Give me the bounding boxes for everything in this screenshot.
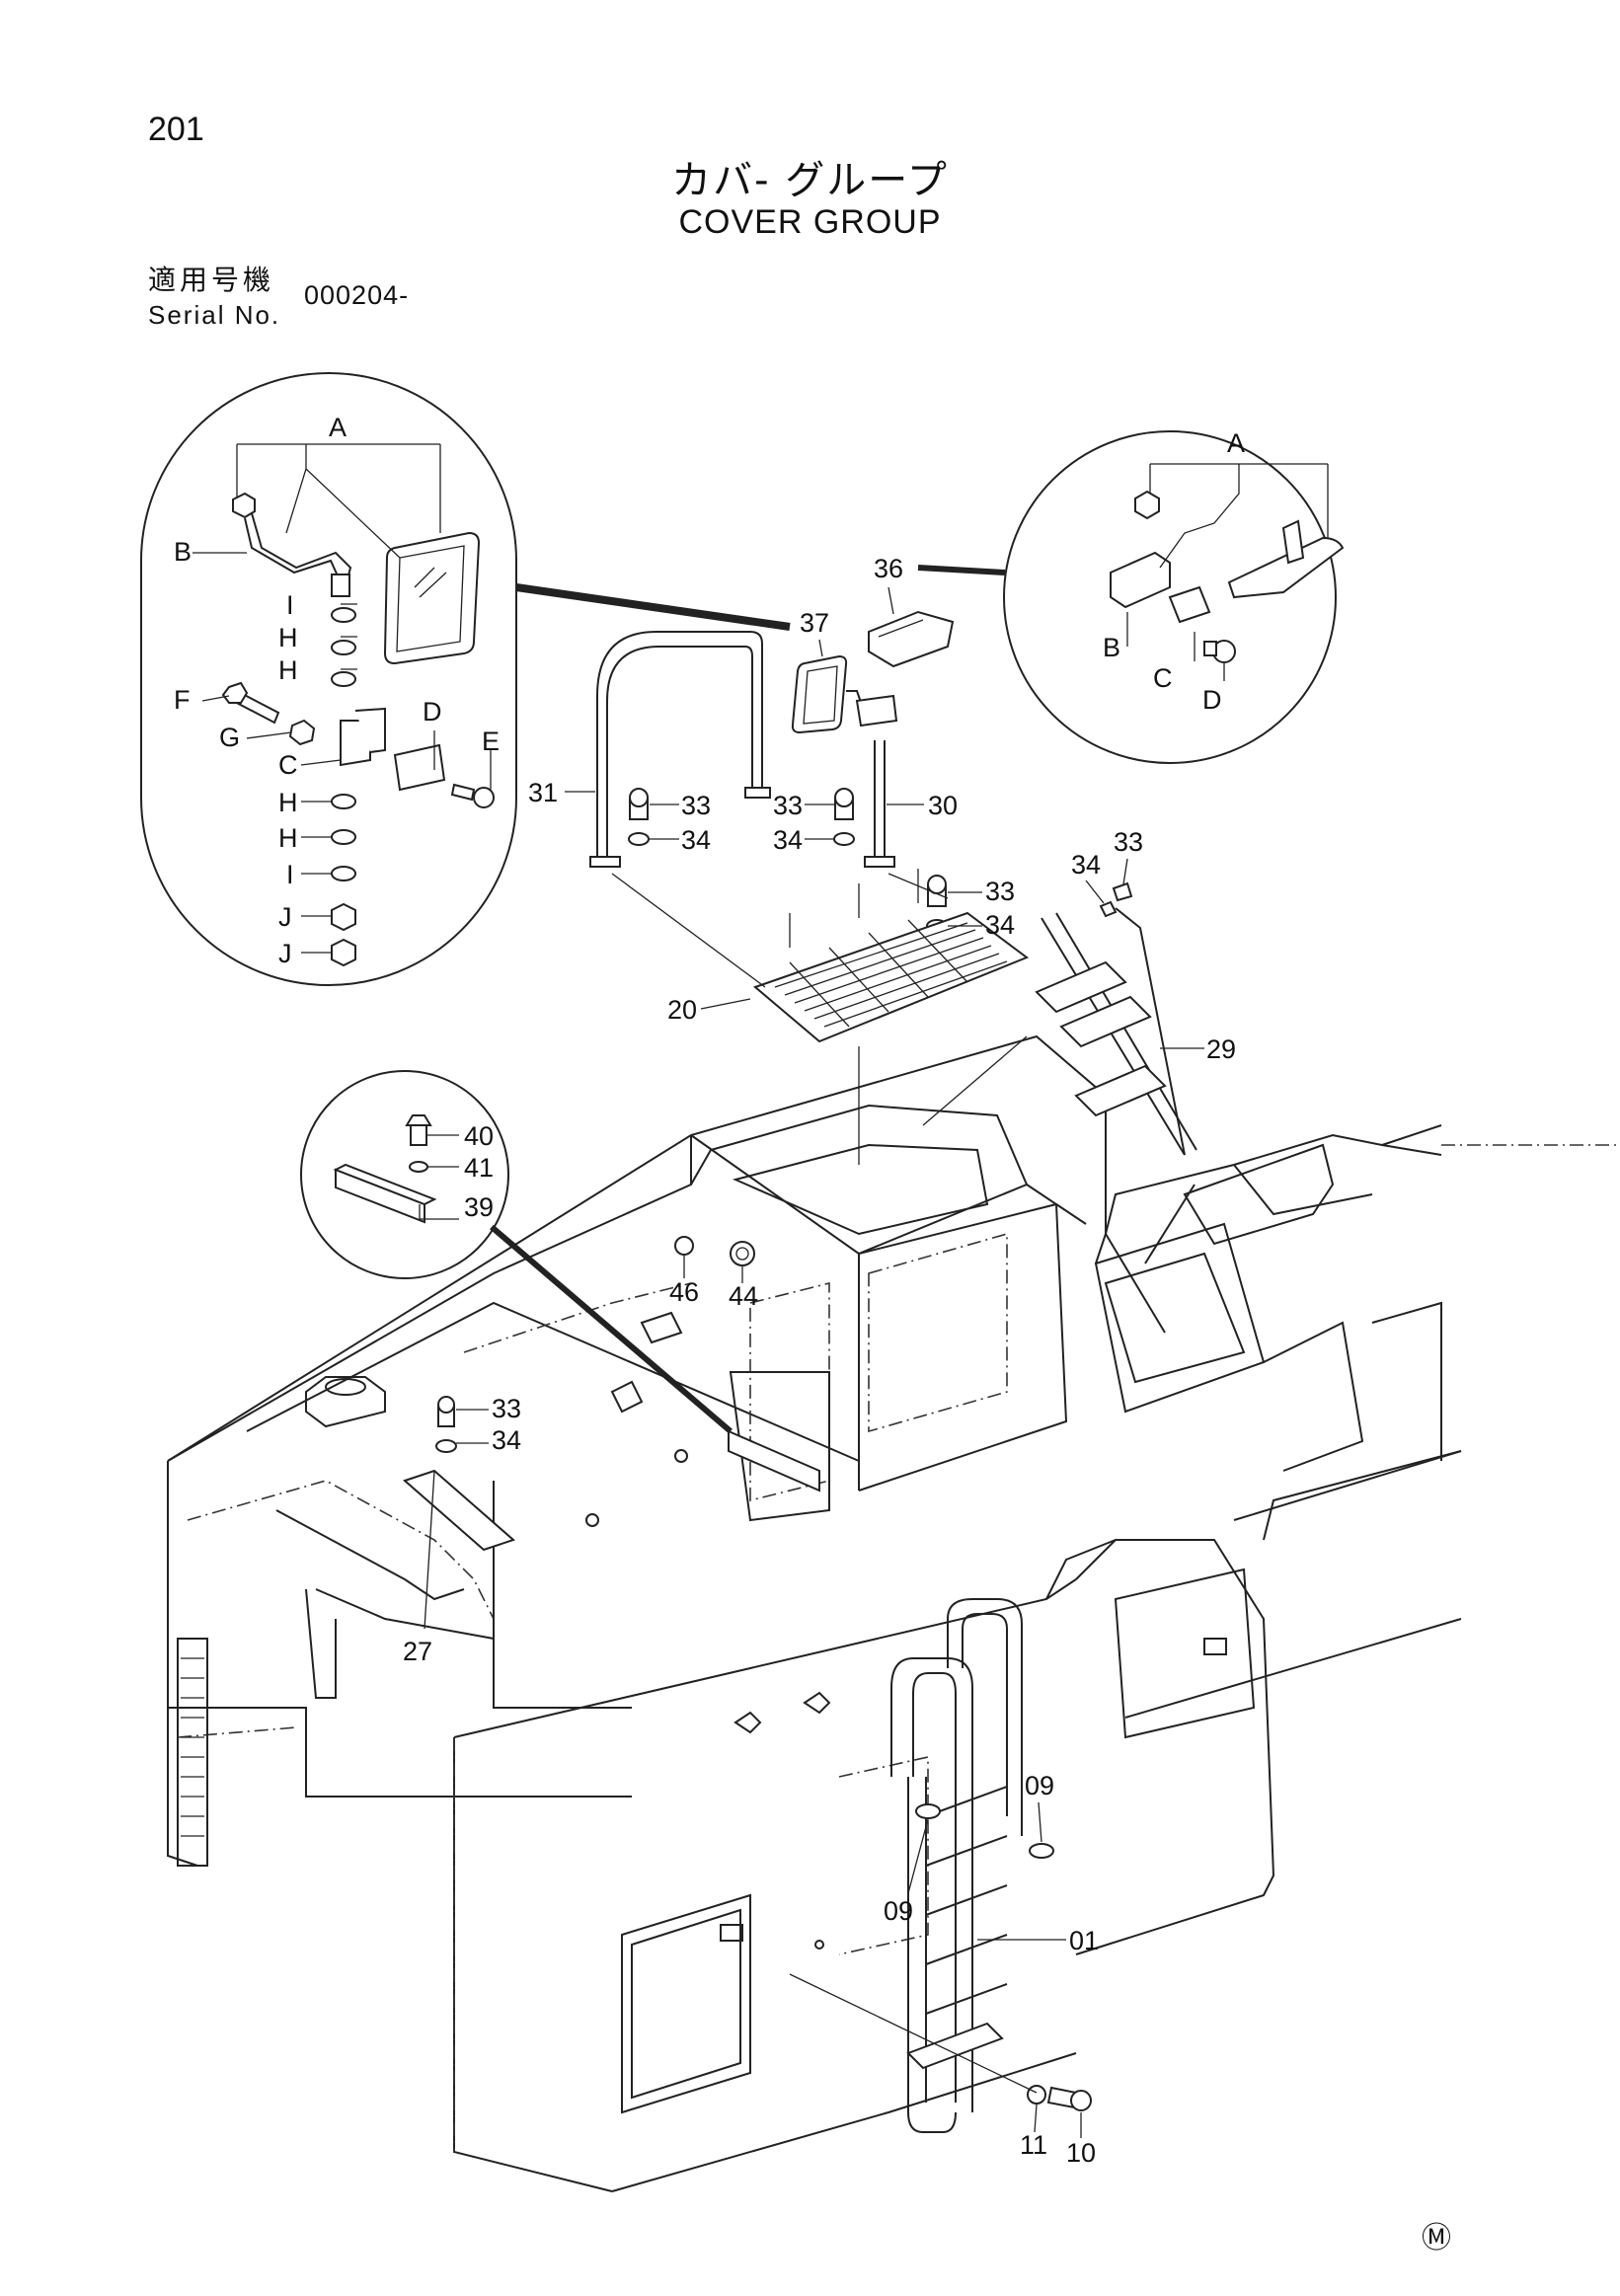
callout-27: 27 xyxy=(403,1637,432,1666)
callout-left-a: A xyxy=(329,413,347,442)
callout-right-d: D xyxy=(1202,685,1222,715)
title-japanese: カバ- グループ xyxy=(671,158,949,203)
callout-33: 33 xyxy=(681,791,711,820)
detail-leader-step xyxy=(490,1224,733,1434)
callout-31: 31 xyxy=(528,778,558,807)
callout-left-d: D xyxy=(423,697,442,727)
callout-34: 34 xyxy=(1071,850,1101,880)
main-parts xyxy=(275,610,1197,2133)
callout-40: 40 xyxy=(464,1121,494,1151)
callout-33: 33 xyxy=(492,1394,521,1423)
right-detail-callouts: A B C D xyxy=(1103,428,1245,715)
callout-34: 34 xyxy=(492,1425,521,1455)
callout-10: 10 xyxy=(1066,2138,1096,2168)
serial-number-value: 000204- xyxy=(304,280,410,310)
callout-33: 33 xyxy=(985,877,1015,906)
callout-left-b: B xyxy=(174,537,192,567)
step-detail-circle xyxy=(300,1070,509,1279)
callout-01: 01 xyxy=(1069,1926,1099,1955)
callout-left-j: J xyxy=(278,939,292,968)
callout-30: 30 xyxy=(928,791,958,820)
callout-20: 20 xyxy=(667,995,697,1025)
callout-33: 33 xyxy=(773,791,803,820)
footer-mark: Ⓜ xyxy=(1422,2222,1451,2255)
callout-left-h: H xyxy=(278,655,298,685)
callout-34: 34 xyxy=(773,825,803,855)
detail-leader-right xyxy=(917,565,1006,575)
callout-right-b: B xyxy=(1103,633,1120,662)
machine-body xyxy=(167,1034,1620,2192)
detail-leader-left xyxy=(515,583,791,631)
callout-left-i: I xyxy=(286,860,294,889)
callout-34: 34 xyxy=(681,825,711,855)
main-callouts: 36 37 31 33 34 33 34 30 33 34 34 33 20 2… xyxy=(403,554,1236,2168)
callout-34: 34 xyxy=(985,910,1015,940)
callout-33: 33 xyxy=(1114,827,1143,857)
callout-left-e: E xyxy=(482,727,500,756)
callout-29: 29 xyxy=(1206,1034,1236,1064)
callout-left-f: F xyxy=(174,685,191,715)
callout-left-h: H xyxy=(278,788,298,817)
page-number: 201 xyxy=(148,111,204,148)
callout-right-a: A xyxy=(1227,428,1245,458)
serial-label-english: Serial No. xyxy=(148,300,281,330)
callout-36: 36 xyxy=(874,554,903,583)
callout-46: 46 xyxy=(669,1277,699,1307)
callout-41: 41 xyxy=(464,1153,494,1183)
step-detail-callouts: 40 41 39 xyxy=(464,1121,494,1222)
callout-left-h: H xyxy=(278,823,298,853)
callout-37: 37 xyxy=(800,608,829,638)
mirror-detail-circle xyxy=(140,372,517,986)
callout-09: 09 xyxy=(884,1896,913,1926)
callout-left-h: H xyxy=(278,623,298,652)
callout-39: 39 xyxy=(464,1192,494,1222)
callout-left-c: C xyxy=(278,750,298,780)
callout-right-c: C xyxy=(1153,663,1173,693)
callout-left-j: J xyxy=(278,902,292,932)
serial-label-japanese: 適用号機 xyxy=(148,264,275,296)
left-detail-callouts: A B I H H F G C D E H H I J J xyxy=(174,413,500,968)
grating-slats xyxy=(774,919,1008,1028)
title-english: COVER GROUP xyxy=(678,203,942,241)
bracket-detail-circle xyxy=(1003,430,1345,764)
radiator-grille xyxy=(181,1657,204,1837)
callout-11: 11 xyxy=(1020,2130,1047,2160)
callout-44: 44 xyxy=(729,1281,758,1311)
callout-left-g: G xyxy=(219,723,240,752)
callout-09: 09 xyxy=(1025,1771,1054,1800)
callout-left-i: I xyxy=(286,590,294,620)
